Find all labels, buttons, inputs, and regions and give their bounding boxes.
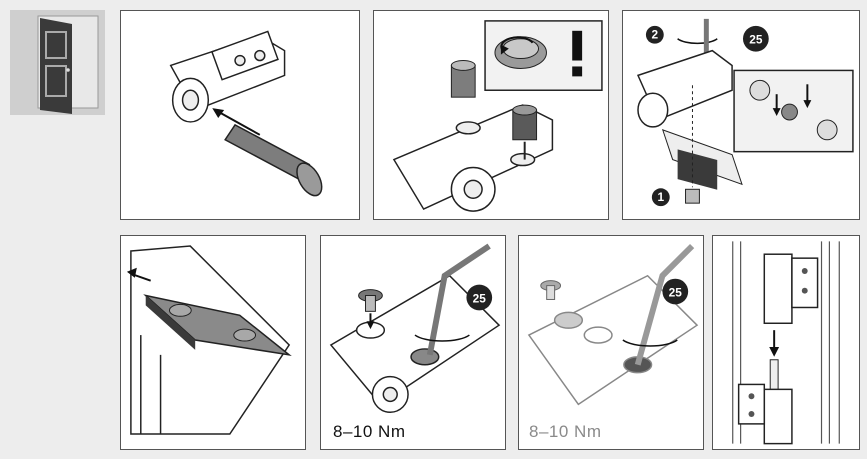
torque-label: 8–10 Nm: [529, 422, 602, 441]
allen-key-icon: [634, 243, 695, 366]
torx-25-icon: 25: [742, 25, 769, 52]
insert-sleeve-illustration: [169, 30, 323, 197]
step-4-panel: [120, 235, 306, 450]
detail-inset: [484, 20, 603, 91]
tighten-screw-illustration: 25: [329, 243, 501, 413]
torx-25-icon: 25: [466, 284, 493, 311]
bushing-left: [450, 60, 476, 98]
down-arrow: [769, 330, 780, 357]
svg-text:2: 2: [652, 28, 659, 42]
detail-inset: [733, 69, 854, 153]
callout-1: 1: [651, 188, 670, 207]
step-1-panel: [120, 10, 360, 220]
door-thumbnail: [10, 10, 105, 115]
callout-2: 2: [645, 25, 664, 44]
screw-fixing-illustration: 2 25 1: [636, 18, 854, 207]
step-7-panel: [712, 235, 860, 450]
svg-text:25: 25: [749, 33, 763, 47]
torx-25-icon: 25: [662, 278, 689, 305]
torque-label: 8–10 Nm: [333, 422, 406, 441]
svg-text:25: 25: [669, 286, 683, 300]
slide-arrow: [126, 267, 152, 282]
upper-hinge: [763, 253, 819, 325]
warning-icon: [572, 30, 583, 61]
profile-insert-illustration: [126, 245, 292, 435]
step-3-panel: 2 25 1: [622, 10, 860, 220]
bushing-illustration: [392, 20, 603, 212]
svg-text:25: 25: [473, 291, 487, 305]
allen-key-icon: [426, 243, 491, 356]
screw-icon: [540, 280, 562, 300]
sleeve: [224, 123, 323, 197]
tighten-second-screw-illustration: 25: [527, 243, 699, 406]
step-6-panel: 25 8–10 Nm: [518, 235, 704, 450]
screw-icon: [358, 289, 383, 330]
svg-text:1: 1: [657, 190, 664, 204]
hang-door-illustration: [732, 241, 840, 445]
hinge-leaf: [329, 274, 501, 406]
screw-icon: [685, 188, 700, 204]
step-2-panel: [373, 10, 609, 220]
insert-arrow: [212, 108, 261, 136]
bushing-right: [512, 104, 538, 160]
lower-hinge: [737, 383, 793, 445]
step-5-panel: 25 8–10 Nm: [320, 235, 506, 450]
